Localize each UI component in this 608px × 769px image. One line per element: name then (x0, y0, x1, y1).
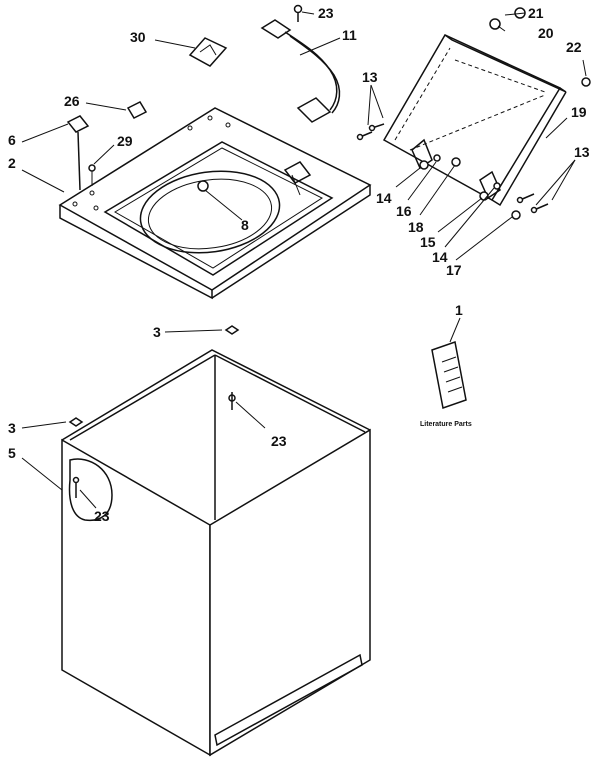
part-labels: 23 21 20 22 11 30 13 26 19 6 29 13 2 14 … (8, 5, 590, 524)
label-part-17: 17 (446, 262, 462, 278)
label-part-22: 22 (566, 39, 582, 55)
label-part-11: 11 (342, 27, 357, 43)
clip-26 (126, 101, 148, 119)
hole-plug (197, 180, 209, 192)
label-part-15: 15 (420, 234, 436, 250)
screw-23-top (293, 4, 303, 22)
label-part-26: 26 (64, 93, 80, 109)
clip-30 (188, 37, 228, 67)
label-part-23-mid: 23 (271, 433, 287, 449)
lid-switch-harness (260, 19, 341, 123)
clip-3-b (68, 417, 84, 427)
label-part-16: 16 (396, 203, 412, 219)
label-part-20: 20 (538, 25, 554, 41)
label-part-30: 30 (130, 29, 146, 45)
hinge-pin-6 (66, 115, 90, 191)
label-part-23-cabinet: 23 (94, 508, 110, 524)
label-part-23: 23 (318, 5, 334, 21)
label-part-2: 2 (8, 155, 16, 171)
screw-29 (88, 164, 96, 186)
lid (382, 34, 567, 207)
label-part-8: 8 (241, 217, 249, 233)
label-part-13-left: 13 (362, 69, 378, 85)
label-part-5: 5 (8, 445, 16, 461)
label-part-6: 6 (8, 132, 16, 148)
label-part-3-upper: 3 (153, 324, 161, 340)
leader-lines (21, 11, 587, 509)
screw-23-c (72, 476, 80, 498)
label-part-3-lower: 3 (8, 420, 16, 436)
screw-23-b (228, 392, 236, 410)
label-part-1: 1 (455, 302, 463, 318)
cabinet (61, 349, 371, 757)
literature-parts (431, 341, 467, 409)
label-part-14-bottom: 14 (432, 249, 448, 265)
clip-3-a (224, 325, 240, 335)
bolts-13-left (356, 123, 385, 141)
label-part-18: 18 (408, 219, 424, 235)
label-part-21: 21 (528, 5, 544, 21)
label-part-14-top: 14 (376, 190, 392, 206)
label-part-29: 29 (117, 133, 133, 149)
label-part-13-right: 13 (574, 144, 590, 160)
bolts-13-right (516, 193, 549, 214)
literature-parts-caption: Literature Parts (420, 421, 472, 428)
top-panel (58, 107, 372, 300)
label-part-19: 19 (571, 104, 587, 120)
